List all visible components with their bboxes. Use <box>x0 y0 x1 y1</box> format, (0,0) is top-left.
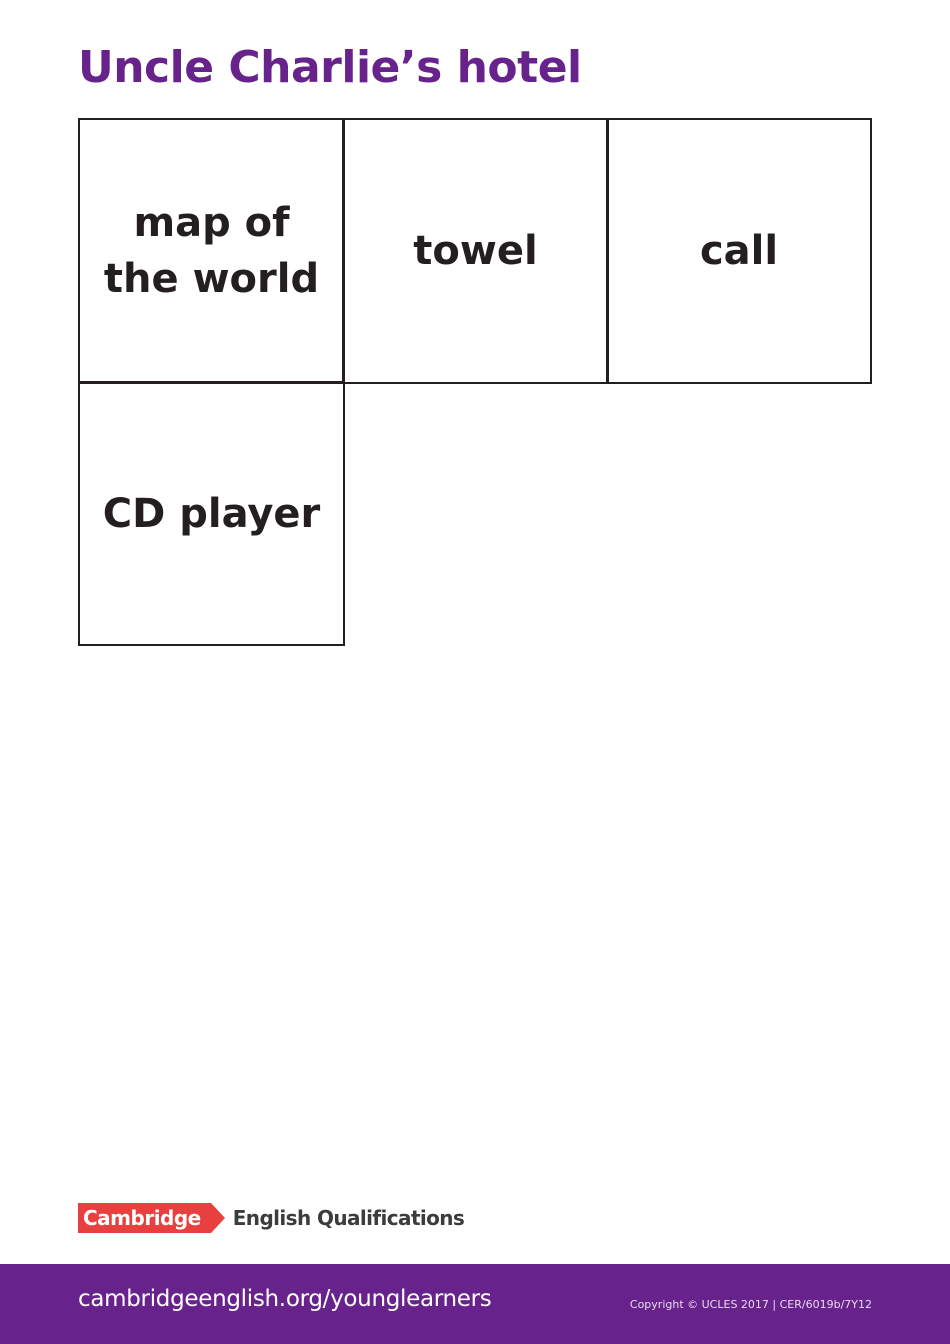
word-card-cd-player: CD player <box>78 381 345 646</box>
word-card-towel: towel <box>342 118 609 384</box>
logo-text: English Qualifications <box>232 1206 465 1230</box>
footer-url-link[interactable]: cambridgeenglish.org/younglearners <box>78 1286 492 1312</box>
page-title: Uncle Charlie’s hotel <box>78 42 582 93</box>
footer-copyright: Copyright © UCLES 2017 | CER/6019b/7Y12 <box>629 1298 872 1311</box>
card-line: CD player <box>102 490 321 537</box>
card-text: map of the world <box>104 195 319 307</box>
card-line: the world <box>103 256 320 302</box>
card-line: map of <box>133 200 290 246</box>
cambridge-english-logo: Cambridge English Qualifications <box>78 1203 465 1233</box>
logo-badge: Cambridge <box>78 1203 211 1233</box>
word-card-call: call <box>606 118 872 384</box>
card-line: towel <box>413 228 538 274</box>
logo-arrow-icon <box>210 1203 225 1233</box>
word-card-map-of-the-world: map of the world <box>78 118 345 384</box>
footer-bar: cambridgeenglish.org/younglearners Copyr… <box>0 1264 950 1344</box>
card-line: call <box>699 228 779 274</box>
